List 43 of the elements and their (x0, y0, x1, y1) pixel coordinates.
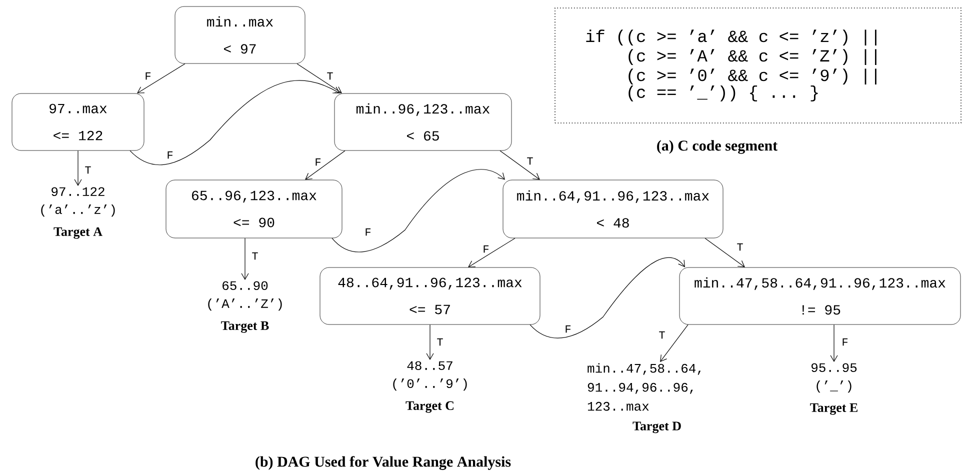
panel-caption: (a) C code segment (657, 140, 778, 154)
edge-label: T (252, 252, 258, 260)
condition-box: 65..96,123..max <= 90 (166, 180, 342, 238)
edge-label: T (659, 331, 665, 339)
edge-label: F (566, 325, 571, 333)
edge-label: F (168, 151, 173, 159)
code-box: if ((c >= ’a’ && c <= ’z’) || (c >= ’A’ && c <= ’Z’) || (c >= ’0’ && c <= ’9’) || (c == ’_’)) { ... } (554, 8, 962, 124)
caption: (b) DAG Used for Value Range Analysis (256, 456, 511, 470)
curved-arrow (530, 257, 685, 338)
arrow (305, 150, 346, 180)
condition-box: min..64,91..96,123..max < 48 (502, 180, 724, 238)
arrow (704, 238, 746, 268)
target-label: 48..57 (’0’..’9’) Target C (393, 361, 467, 413)
edge-label: T (85, 166, 91, 174)
edge-label: T (737, 243, 743, 251)
target-label: min..47,58..64, 91..94,96..96, 123..max Target D (588, 363, 701, 434)
edge-label: T (437, 338, 443, 346)
arrow (296, 63, 342, 94)
arrow (137, 63, 186, 94)
target-label: 97..122 (’a’..’z’) Target A (41, 187, 115, 239)
condition-box: min..47,58..64,91..96,123..max != 95 (679, 267, 961, 325)
target-label: 95..95 (’_’) Target E (810, 363, 858, 415)
edge-label: F (316, 158, 321, 166)
condition-box: min..96,123..max < 65 (334, 93, 512, 151)
edge-label: F (484, 245, 489, 253)
target-label: 65..90 (’A’..’Z’) Target B (208, 281, 282, 333)
edge-label: T (327, 72, 333, 80)
condition-box: 97..max <= 122 (12, 93, 144, 151)
curved-arrow (332, 169, 505, 252)
arrow (830, 324, 838, 362)
arrow (426, 324, 434, 360)
edge-label: F (842, 338, 848, 346)
arrow (241, 238, 249, 280)
arrow (500, 150, 540, 180)
arrow (468, 238, 516, 268)
condition-box: 48..64,91..96,123..max <= 57 (320, 267, 540, 325)
condition-box: min..max < 97 (174, 6, 306, 64)
edge-label: T (527, 157, 533, 165)
edge-label: F (146, 72, 151, 80)
arrow (74, 150, 82, 186)
arrow (660, 324, 688, 362)
edge-label: F (366, 228, 371, 236)
curved-arrow (130, 80, 340, 166)
